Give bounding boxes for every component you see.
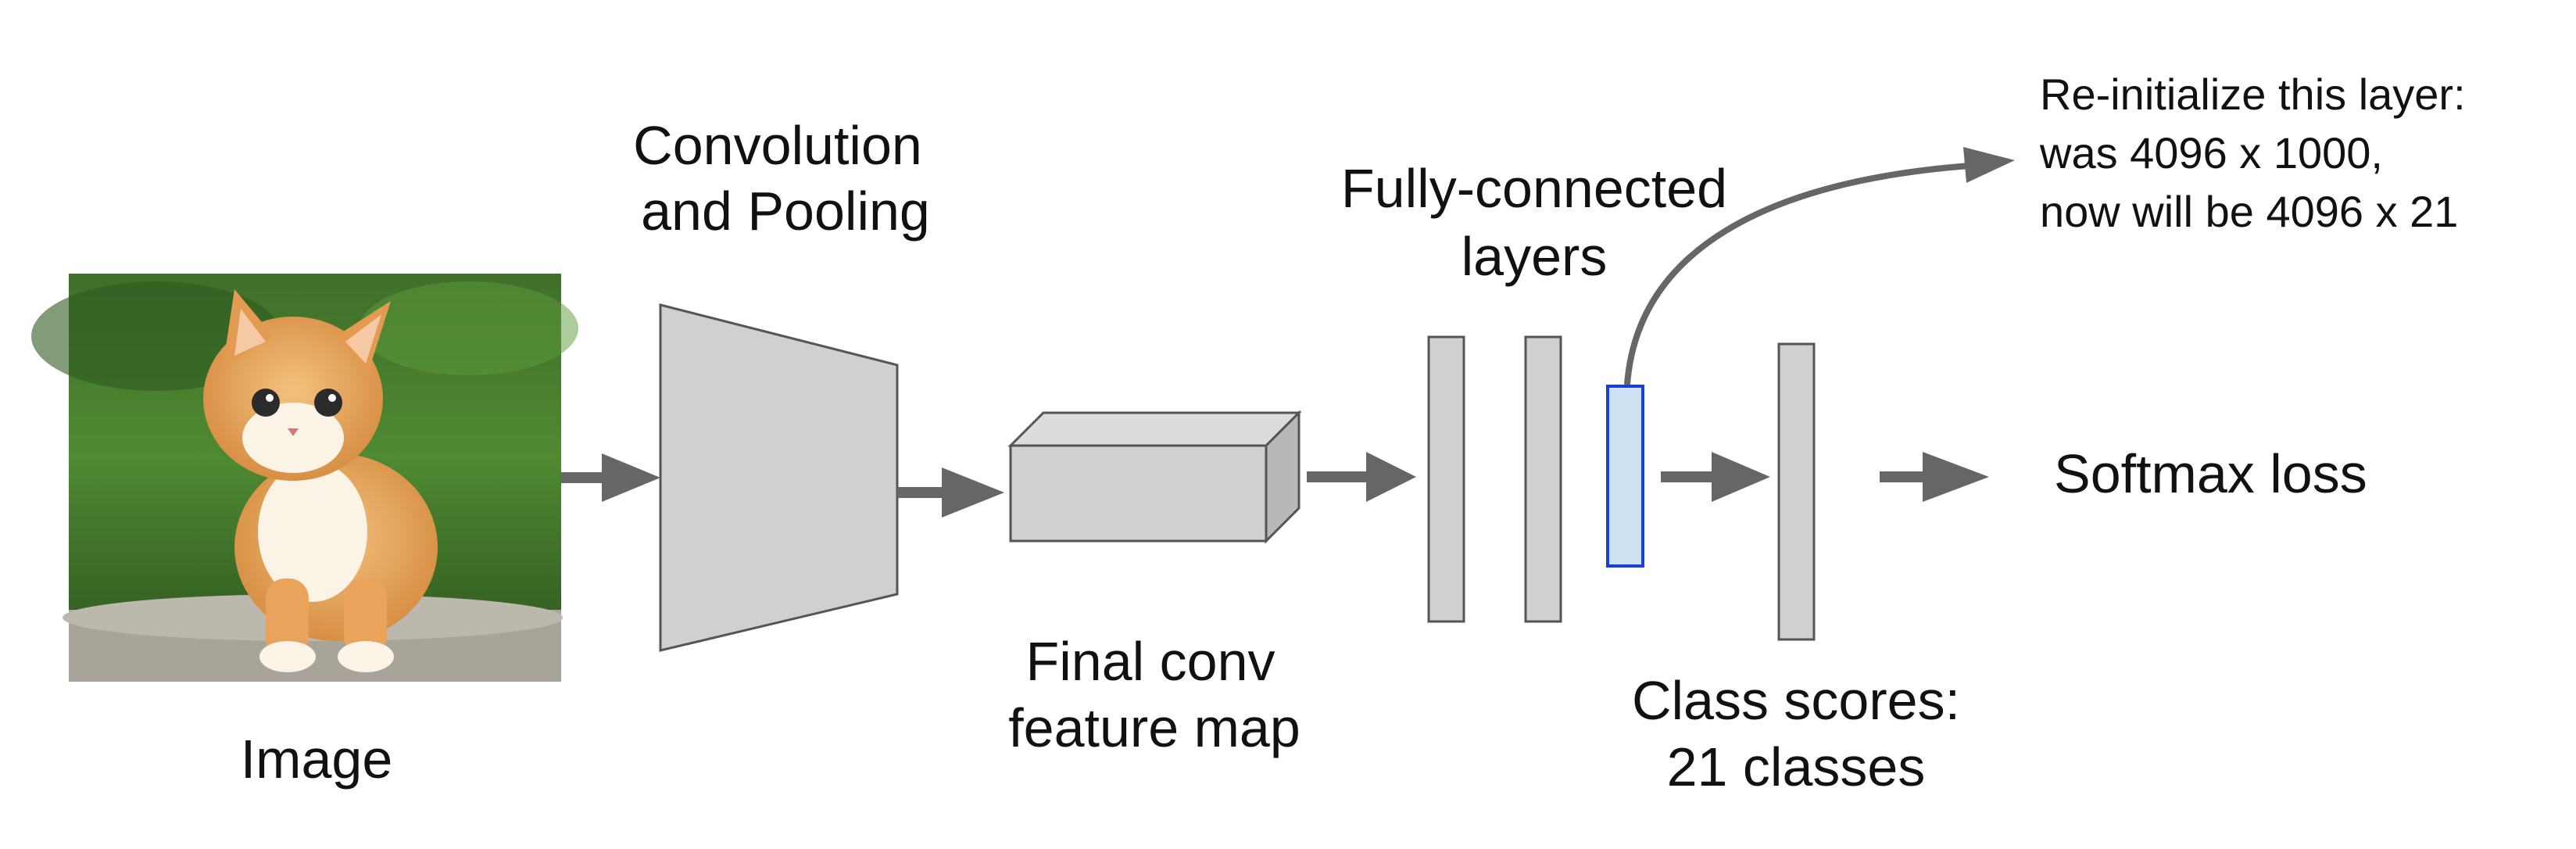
image-label: Image bbox=[241, 729, 393, 790]
kitten-image bbox=[31, 274, 578, 682]
fc-layer-2 bbox=[1524, 335, 1562, 623]
annotation-line1: Re-initialize this layer: bbox=[2040, 70, 2466, 119]
feature-map-label-line1: Final conv bbox=[1025, 631, 1275, 692]
conv-pool-block bbox=[659, 303, 899, 652]
class-scores-layer bbox=[1777, 342, 1816, 641]
arrow-fc-to-scores bbox=[1661, 452, 1770, 502]
annotation-line2: was 4096 x 1000, bbox=[2039, 128, 2383, 177]
fc-layers-label-line1: Fully-connected bbox=[1341, 158, 1727, 219]
annotation-line3: now will be 4096 x 21 bbox=[2040, 187, 2458, 236]
fc-layers-label-line2: layers bbox=[1462, 226, 1608, 287]
fc-layer-reinit bbox=[1606, 385, 1644, 568]
conv-pool-label-line2: and Pooling bbox=[641, 181, 930, 242]
feature-map-label-line2: feature map bbox=[1008, 697, 1301, 758]
conv-pool-label-line1: Convolution bbox=[633, 115, 922, 176]
arrow-feature-to-fc bbox=[1307, 452, 1416, 502]
fc-layer-1 bbox=[1427, 335, 1465, 623]
class-scores-label-line1: Class scores: bbox=[1632, 670, 1960, 731]
arrow-scores-to-softmax bbox=[1880, 452, 1989, 502]
arrow-image-to-conv bbox=[561, 453, 660, 502]
arrow-conv-to-feature bbox=[897, 467, 1004, 518]
feature-map-block bbox=[1007, 410, 1302, 544]
annotation-arrow bbox=[1624, 147, 2015, 385]
softmax-loss-label: Softmax loss bbox=[2054, 443, 2367, 504]
class-scores-label-line2: 21 classes bbox=[1667, 736, 1926, 797]
